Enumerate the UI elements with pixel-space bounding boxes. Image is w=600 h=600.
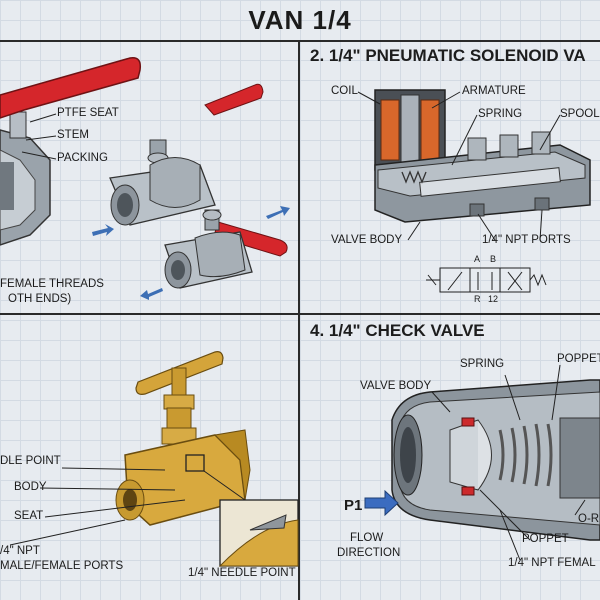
check-valve-section-title: 4. 1/4" CHECK VALVE	[310, 321, 485, 340]
center-divider	[298, 40, 300, 600]
label-needle-seat: SEAT	[14, 510, 44, 522]
label-o-ring: O-R	[578, 513, 600, 525]
label-needle-point: DLE POINT	[0, 455, 61, 467]
page-title: VAN 1/4	[248, 5, 352, 35]
label-coil: COIL	[331, 85, 358, 97]
label-port-r: R	[474, 294, 481, 304]
label-spool: SPOOL	[560, 108, 600, 120]
label-check-spring: SPRING	[460, 358, 505, 370]
label-poppet-bottom: POPPET	[522, 533, 569, 545]
solenoid-section-title: 2. 1/4" PNEUMATIC SOLENOID VA	[310, 46, 586, 65]
label-needle-body: BODY	[14, 481, 47, 493]
label-npt-ports: 1/4" NPT PORTS	[482, 234, 571, 246]
middle-divider	[0, 313, 600, 315]
label-check-valve-body: VALVE BODY	[360, 380, 432, 392]
label-port-a: A	[474, 254, 481, 264]
label-poppet-top: POPPET	[557, 353, 600, 365]
label-male-female-ports: MALE/FEMALE PORTS	[0, 560, 124, 572]
label-npt-female: 1/4" NPT FEMAL	[508, 557, 596, 569]
label-female-threads: FEMALE THREADS	[0, 278, 104, 290]
top-divider	[0, 40, 600, 42]
label-p1: P1	[344, 497, 363, 514]
label-stem: STEM	[57, 129, 89, 141]
label-valve-body: VALVE BODY	[331, 234, 403, 246]
label-packing: PACKING	[57, 152, 108, 164]
label-npt: /4" NPT	[0, 545, 40, 557]
label-armature: ARMATURE	[462, 85, 526, 97]
label-port-12: 12	[488, 294, 499, 304]
label-port-b: B	[490, 254, 497, 264]
label-needle-point-detail: 1/4" NEEDLE POINT	[188, 567, 296, 579]
label-both-ends: OTH ENDS)	[8, 293, 72, 305]
label-direction: DIRECTION	[337, 547, 401, 559]
label-spring: SPRING	[478, 108, 523, 120]
label-ptfe-seat: PTFE SEAT	[57, 107, 119, 119]
label-flow: FLOW	[350, 532, 384, 544]
